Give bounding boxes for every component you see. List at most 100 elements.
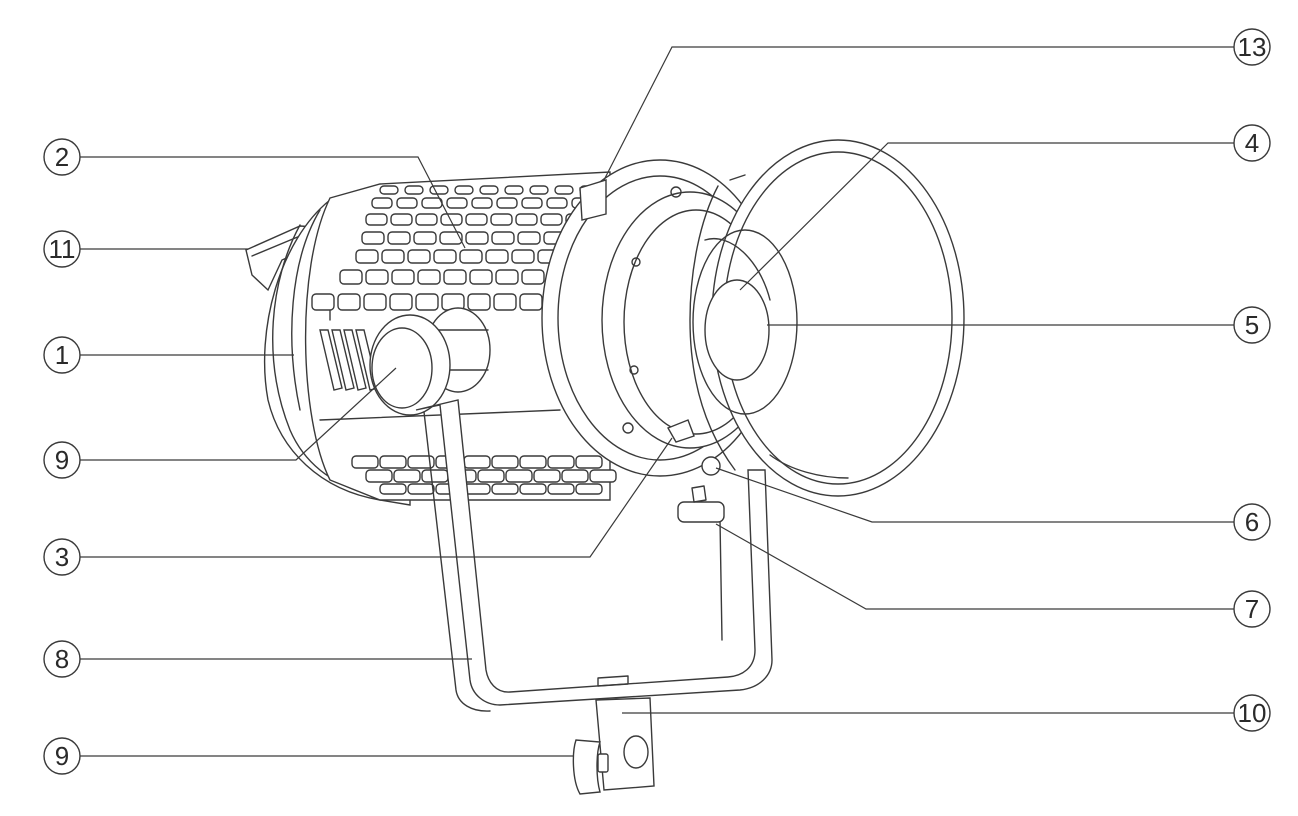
- vent-hole: [446, 197, 468, 209]
- vent-hole: [379, 483, 407, 495]
- callout-label: 6: [1245, 507, 1259, 537]
- vent-hole: [529, 185, 549, 195]
- vent-hole: [490, 213, 513, 226]
- vent-hole: [589, 469, 617, 483]
- vent-hole: [496, 197, 518, 209]
- callout-6: 6: [1233, 503, 1271, 541]
- vent-slot: [319, 329, 343, 391]
- yoke-bracket-illustration: [415, 399, 773, 712]
- callout-label: 5: [1245, 310, 1259, 340]
- tilt-knob-illustration: [369, 307, 491, 416]
- vent-hole: [351, 455, 379, 469]
- callout-label: 8: [55, 644, 69, 674]
- vent-hole: [413, 231, 437, 245]
- vent-hole: [575, 483, 603, 495]
- vent-hole: [493, 293, 517, 311]
- vent-hole: [387, 231, 411, 245]
- light-illustration: [245, 139, 965, 795]
- vent-slot: [343, 329, 367, 391]
- vent-hole: [421, 469, 449, 483]
- vent-hole: [491, 231, 515, 245]
- callout-5: 5: [1233, 306, 1271, 344]
- vent-hole: [429, 185, 449, 195]
- vent-hole: [311, 293, 335, 311]
- vent-hole: [459, 249, 483, 264]
- vent-hole: [495, 269, 519, 285]
- vent-hole: [561, 469, 589, 483]
- vent-hole: [404, 185, 424, 195]
- vent-hole: [396, 197, 418, 209]
- vent-hole: [421, 197, 443, 209]
- vent-hole: [546, 197, 568, 209]
- vent-hole: [519, 293, 543, 311]
- bracket-lock-lever-illustration: [677, 485, 725, 523]
- vent-hole: [355, 249, 379, 264]
- vent-hole: [363, 293, 387, 311]
- callout-10: 10: [1233, 694, 1271, 732]
- vent-hole: [504, 185, 524, 195]
- vent-hole: [407, 455, 435, 469]
- vent-hole: [485, 249, 509, 264]
- vent-hole: [517, 231, 541, 245]
- vent-hole: [465, 231, 489, 245]
- vent-hole: [433, 249, 457, 264]
- vent-hole: [521, 269, 545, 285]
- vent-hole: [393, 469, 421, 483]
- callout-8: 8: [43, 640, 81, 678]
- vent-hole: [440, 213, 463, 226]
- vent-hole: [465, 213, 488, 226]
- vent-hole: [479, 185, 499, 195]
- vent-hole: [477, 469, 505, 483]
- vent-hole: [521, 197, 543, 209]
- callout-13: 13: [1233, 28, 1271, 66]
- vent-hole: [515, 213, 538, 226]
- vent-hole: [471, 197, 493, 209]
- callout-9-stand: 9: [43, 737, 81, 775]
- vent-hole: [443, 269, 467, 285]
- vent-hole: [491, 455, 519, 469]
- vent-hole: [371, 197, 393, 209]
- vent-hole: [365, 269, 389, 285]
- vent-hole: [365, 469, 393, 483]
- callout-label: 9: [55, 741, 69, 771]
- callout-label: 9: [55, 445, 69, 475]
- vent-hole: [547, 455, 575, 469]
- vent-hole: [389, 293, 413, 311]
- vent-hole: [467, 293, 491, 311]
- vent-hole: [361, 231, 385, 245]
- vent-hole: [554, 185, 574, 195]
- callout-label: 13: [1238, 32, 1267, 62]
- vent-hole: [379, 185, 399, 195]
- vent-hole: [439, 231, 463, 245]
- reflector-illustration: [689, 139, 965, 497]
- vent-hole: [469, 269, 493, 285]
- callout-3: 3: [43, 538, 81, 576]
- vent-hole: [365, 213, 388, 226]
- vent-hole: [463, 455, 491, 469]
- vent-hole: [339, 269, 363, 285]
- callout-4: 4: [1233, 124, 1271, 162]
- vent-hole: [519, 483, 547, 495]
- vent-hole: [415, 213, 438, 226]
- vent-hole: [547, 483, 575, 495]
- vent-hole: [533, 469, 561, 483]
- callout-label: 1: [55, 340, 69, 370]
- stand-mount-illustration: [572, 697, 655, 795]
- callout-label: 7: [1245, 594, 1259, 624]
- callout-9-knob: 9: [43, 441, 81, 479]
- vent-hole: [381, 249, 405, 264]
- vent-hole: [337, 293, 361, 311]
- vent-slot: [331, 329, 355, 391]
- callout-label: 4: [1245, 128, 1259, 158]
- vent-holes-bottom: [351, 455, 617, 495]
- callout-7: 7: [1233, 590, 1271, 628]
- vent-hole: [379, 455, 407, 469]
- vent-hole: [575, 455, 603, 469]
- vent-hole: [505, 469, 533, 483]
- vent-hole: [417, 269, 441, 285]
- vent-hole: [407, 483, 435, 495]
- vent-hole: [491, 483, 519, 495]
- vent-hole: [540, 213, 563, 226]
- callout-1: 1: [43, 336, 81, 374]
